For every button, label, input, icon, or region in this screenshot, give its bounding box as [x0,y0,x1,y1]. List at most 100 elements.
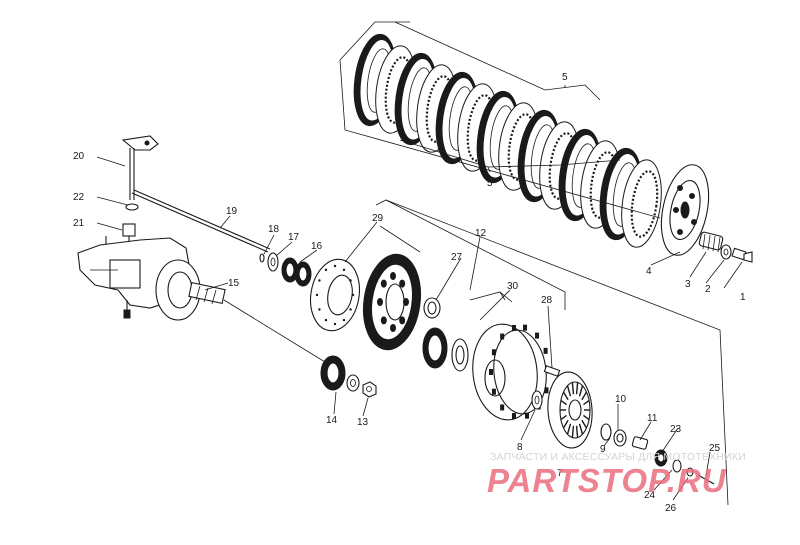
lever-seal [125,203,139,211]
callout-12: 12 [475,228,487,239]
spring-bolt [731,247,753,263]
hub-tooth [571,425,575,438]
gear-hole [390,324,396,332]
release-lever [121,135,159,200]
callout-18: 18 [268,224,280,235]
gear-washer [346,374,360,392]
basket-slot [491,388,496,395]
gear-nut [362,381,377,398]
callout-2: 2 [705,284,711,295]
callout-30: 30 [507,281,519,292]
needle-washer [267,252,279,272]
clutch-basket [472,323,551,421]
callout-5-bottom: 5 [487,178,493,189]
callout-19: 19 [226,206,238,217]
hub-tooth [560,399,567,406]
basket-slot [511,413,516,420]
clutch-spring [698,231,724,253]
callout-27: 27 [451,252,463,263]
small-washer [672,459,682,473]
callout-24: 24 [644,490,656,501]
rivet-dot [349,279,352,282]
hub-washer [531,390,543,410]
hub-tooth [578,423,584,435]
callout-26: 26 [665,503,677,514]
callout-14: 14 [326,415,338,426]
rivet-dot [342,318,346,322]
hub-tooth [562,391,569,401]
rivet-dot [351,293,355,297]
basket-slot [525,412,530,419]
rivet-dot [315,293,319,297]
basket-slot [491,349,496,356]
hub-tooth [583,414,590,421]
small-gear [320,355,346,391]
hub-tooth [575,425,579,438]
spring-washer [720,244,732,260]
basket-slot [535,332,540,339]
clutch-plate-pack [353,33,662,248]
basket-bolt [543,365,561,377]
hub-tooth [581,391,588,401]
main-shaft [188,281,226,305]
steel-plate [621,159,662,248]
watermark-caption: ЗАПЧАСТИ И АКСЕССУАРЫ ДЛЯ МОТОТЕХНИКИ [490,451,746,463]
basket-slot [543,347,548,354]
callout-29: 29 [372,213,384,224]
bushing [423,297,441,319]
callout-1: 1 [740,292,746,303]
leader-lines [96,156,743,501]
pressure-plate [660,164,710,256]
primary-gear [362,253,422,351]
hub-tooth [562,419,569,429]
callout-3: 3 [685,279,691,290]
callout-8: 8 [517,442,523,453]
hub-tooth [578,385,584,397]
callout-25: 25 [709,443,721,454]
callout-15: 15 [228,278,240,289]
callout-10: 10 [615,394,627,405]
rivet-dot [324,268,328,272]
rivet-dot [333,322,337,326]
basket-slot [523,324,528,331]
hub-tooth [560,414,567,421]
inner-gear [422,327,448,369]
basket-slot [544,387,549,394]
basket-slot [500,333,505,340]
pushrod-cap [631,436,649,450]
bracket-30 [469,291,513,303]
hub-tooth [575,382,579,395]
small-ring [686,467,694,477]
callout-4: 4 [646,266,652,277]
callout-13: 13 [357,417,369,428]
basket-slot [500,404,505,411]
hub-tooth [566,423,572,435]
callout-21: 21 [73,218,85,229]
hub-nut [613,429,627,447]
gear-hole [377,298,383,306]
callout-23: 23 [670,424,682,435]
assembly-axis [223,299,326,363]
callout-5-top: 5 [562,72,568,83]
friction-disc [310,258,360,332]
release-bearing [654,449,668,467]
thrust-washer [451,338,469,372]
gear-hole [403,298,409,306]
hub-tooth [583,399,590,406]
callout-11: 11 [647,413,658,424]
callout-numbers: 1 2 3 4 5 5 7 8 9 10 11 12 13 14 15 16 1… [73,72,746,514]
rivet-dot [318,279,321,282]
callout-7: 7 [557,468,563,479]
pushrod-long [131,189,271,253]
retaining-ring [259,253,265,263]
basket-slot [511,324,516,331]
callout-20: 20 [73,151,85,162]
pushrod-end [697,474,715,485]
hub-tooth [566,385,572,397]
lock-washer [600,423,612,441]
callout-28: 28 [541,295,553,306]
clutch-inner-hub [547,371,593,449]
gearbox-housing [77,237,201,321]
hub-tooth [571,382,575,395]
callout-17: 17 [288,232,300,243]
